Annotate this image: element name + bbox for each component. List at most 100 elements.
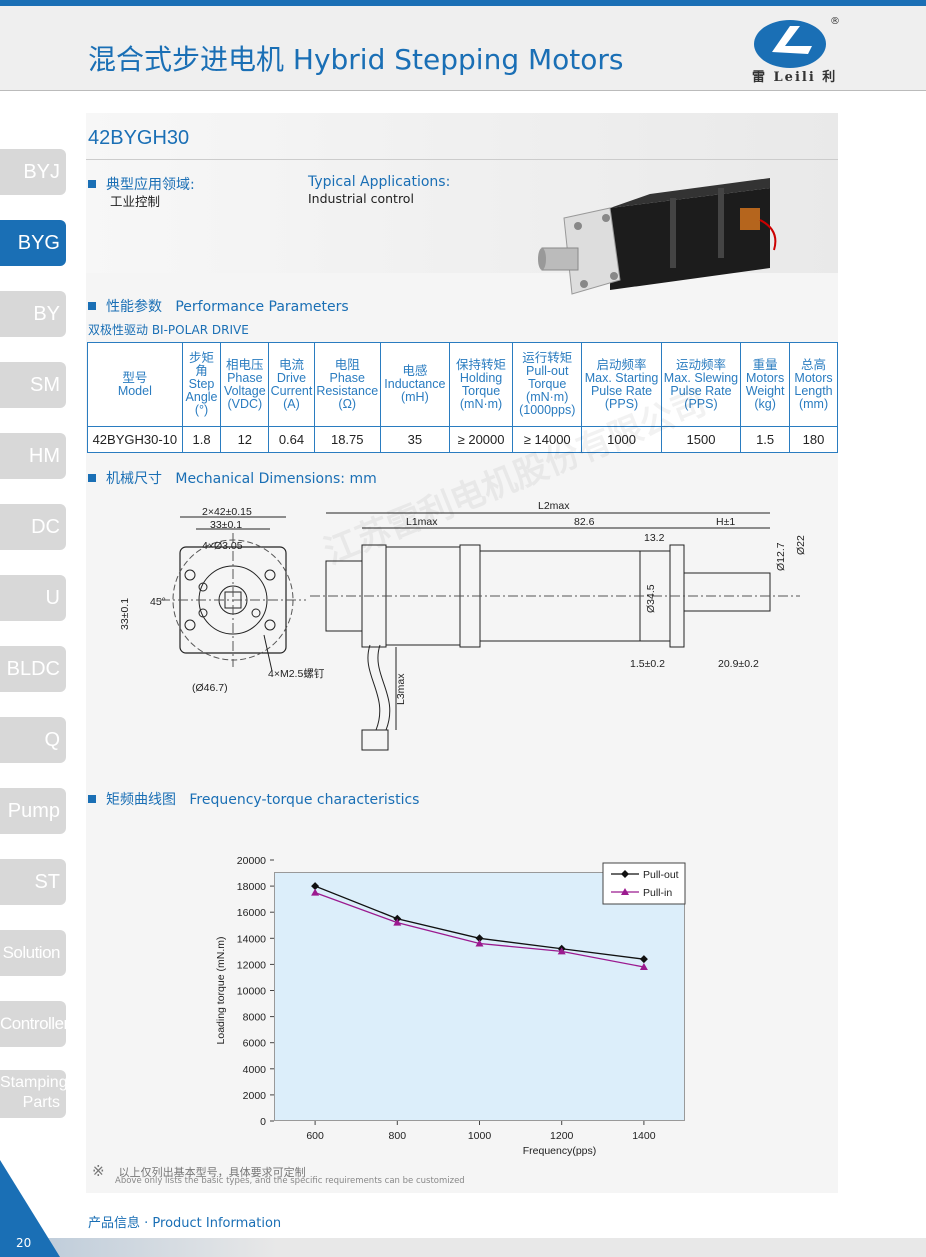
data-point [475,939,484,947]
data-point [393,918,402,926]
tab-label: ST [34,871,60,893]
series-line-pull-out [314,885,644,960]
tab-by[interactable]: BY [0,291,66,337]
legend-label: Pull-out [643,869,679,881]
logo-text: 雷 Leili 利 [752,70,838,85]
tab-label: Q [44,729,60,751]
tab-label: DC [31,516,60,538]
y-tick-label: 6000 [243,1038,267,1050]
table-cell: 1500 [660,426,742,453]
tab-sm[interactable]: SM [0,362,66,408]
header-line: (Ω) [338,396,357,411]
header-divider [0,90,926,91]
tab-q[interactable]: Q [0,717,66,763]
dim-holes: 4×Ø3.05 [202,540,243,552]
header-line: Resistance [316,383,379,398]
y-axis-label: Loading torque (mN.m) [215,937,227,1045]
tab-byj[interactable]: BYJ [0,149,66,195]
legend-marker [621,888,629,895]
dim-l1: L1max [406,516,438,528]
dim-22: Ø22 [795,535,807,555]
y-tick-label: 12000 [237,959,266,971]
header-line: 运行转矩 [522,351,573,365]
table-cell: 180 [789,426,838,453]
data-point [311,882,320,891]
header-line: Torque [461,383,501,398]
tab-controller[interactable]: Controller [0,1001,69,1047]
header-line: (°) [194,403,209,417]
y-tick-label: 4000 [243,1064,267,1076]
header-line: (PPS) [604,396,639,411]
model-name: 42BYGH30 [88,127,190,149]
x-tick-label: 1400 [632,1130,656,1142]
tab-hm[interactable]: HM [0,433,66,479]
header-line: (kg) [754,396,776,411]
dim-w2: 33±0.1 [210,519,242,531]
dim-209: 20.9±0.2 [718,658,759,670]
tab-label: SM [30,374,60,396]
top-accent-bar [0,0,926,6]
dim-345: Ø34.5 [645,584,657,613]
header-line: 保持转矩 [456,357,507,372]
note-cn: 以上仅列出基本型号，具体要求可定制 [118,1166,306,1179]
x-tick-label: 800 [389,1130,407,1142]
tab-label: Pump [7,800,60,822]
table-cell: 35 [379,426,450,453]
y-tick-label: 8000 [243,1012,267,1024]
note-en: Above only lists the basic types, and th… [115,1176,465,1186]
header-line: Weight [745,383,785,398]
tab-bldc[interactable]: BLDC [0,646,66,692]
tab-u[interactable]: U [0,575,66,621]
page-number: 20 [16,1236,32,1250]
header-line: Pulse Rate [670,383,732,398]
table-cell: ≥ 14000 [512,426,583,453]
header-line: 总高 [801,357,827,372]
header-line: Pulse Rate [590,383,653,398]
y-tick-label: 18000 [237,881,266,893]
dim-l3: L3max [395,673,407,705]
tab-stamping-parts[interactable]: Stamping Parts [0,1070,68,1118]
header-line: 运动频率 [675,357,726,372]
data-point [639,963,648,971]
header-line: 电流 [278,357,304,372]
y-tick-label: 0 [260,1116,266,1128]
dim-132: 13.2 [644,532,665,544]
tab-solution[interactable]: Solution [0,930,66,976]
tab-label: Controller [0,1014,69,1033]
header-line: 启动频率 [596,357,647,372]
x-axis-label: Frequency(pps) [523,1145,597,1157]
applications-value-en: Industrial control [308,191,414,206]
performance-heading: 性能参数 Performance Parameters [88,296,349,316]
header-line: (mH) [400,390,429,404]
drive-type-label: 双极性驱动 BI-POLAR DRIVE [88,323,249,337]
legend-marker [621,870,629,878]
tab-label: HM [28,445,60,467]
page-header: 混合式步进电机 Hybrid Stepping Motors [0,6,926,90]
header-line: Pull-out [526,364,569,378]
table-cell: 18.75 [313,426,381,453]
header-line: (mN·m) [459,396,503,411]
header-line: (VDC) [227,396,263,411]
x-tick-label: 600 [306,1130,324,1142]
tab-label: BY [33,303,60,325]
header-line: 相电压 [226,357,264,372]
header-line: (1000pps) [519,403,576,417]
y-tick-label: 2000 [243,1090,267,1102]
tab-st[interactable]: ST [0,859,66,905]
applications-heading-cn: 典型应用领域: [88,174,195,194]
y-tick-label: 10000 [237,986,266,998]
x-tick-label: 1000 [468,1130,492,1142]
header-line: Phase [227,370,263,385]
tab-byg[interactable]: BYG [0,220,66,266]
table-cell: 1.8 [181,426,222,453]
tab-pump[interactable]: Pump [0,788,66,834]
tab-dc[interactable]: DC [0,504,66,550]
tab-label: Solution [2,943,61,962]
